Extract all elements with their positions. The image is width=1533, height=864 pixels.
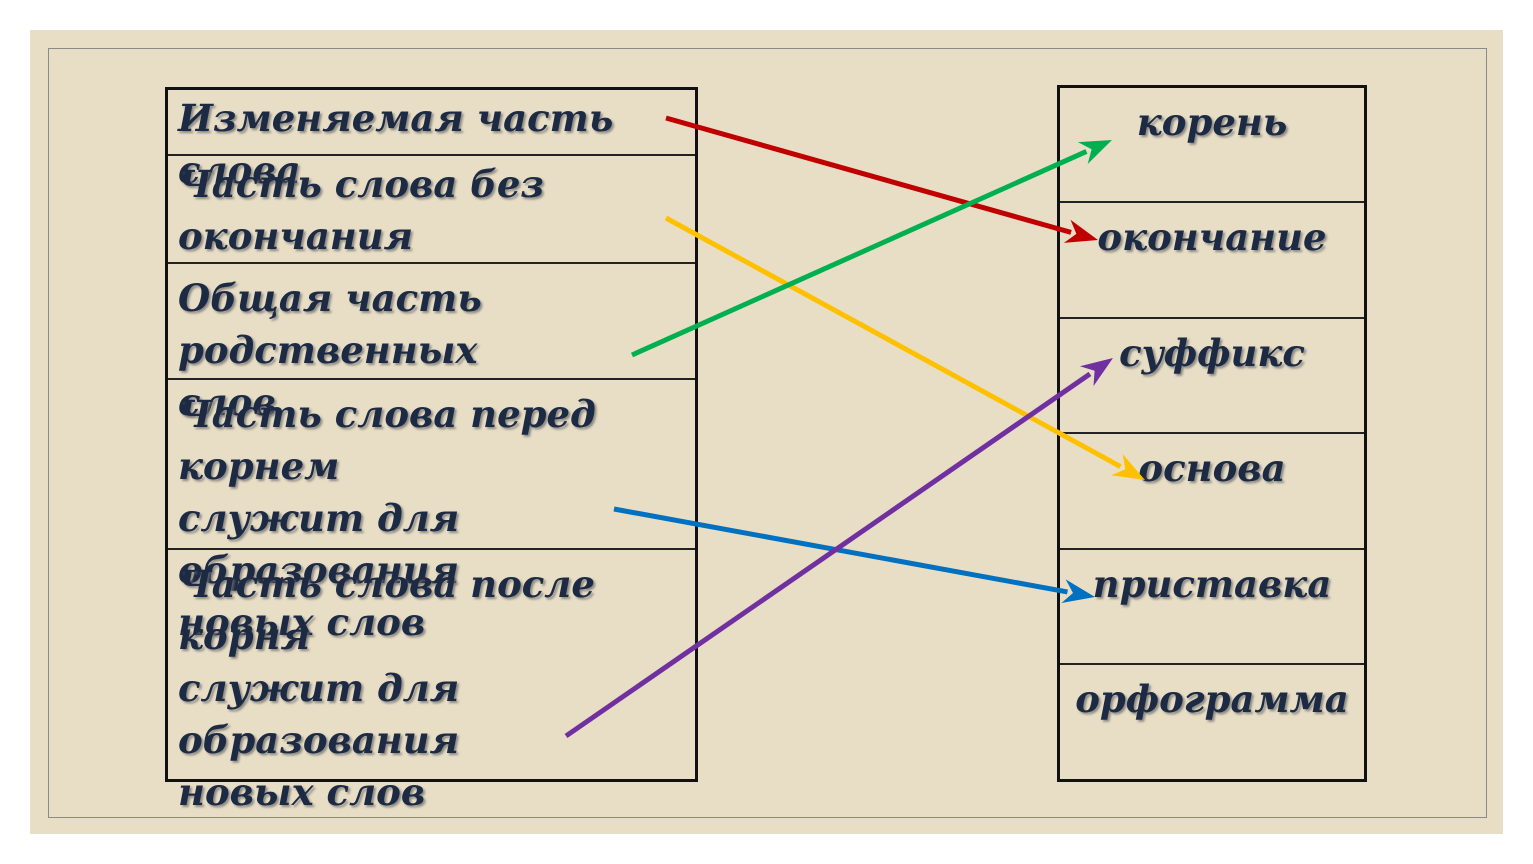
arrow-prefix-line xyxy=(613,506,1068,595)
arrow-prefix-head xyxy=(1061,579,1095,603)
definition-cell-stem: Часть слова без окончания xyxy=(168,156,695,264)
term-cell-prefix: приставка xyxy=(1060,550,1364,665)
arrow-stem-head xyxy=(1111,454,1145,480)
term-text: окончание xyxy=(1097,215,1327,259)
definition-cell-suffix: Часть слова после корня служит для образ… xyxy=(168,550,695,814)
term-cell-stem: основа xyxy=(1060,434,1364,550)
arrow-suffix-head xyxy=(1079,358,1113,387)
term-cell-root: корень xyxy=(1060,88,1364,203)
definition-cell-root: Общая часть родственных слов xyxy=(168,264,695,424)
term-text: орфограмма xyxy=(1075,677,1349,721)
arrow-ending-line xyxy=(665,115,1072,235)
term-cell-ending: окончание xyxy=(1060,203,1364,319)
terms-table: корень окончание суффикс основа приставк… xyxy=(1057,85,1367,782)
definitions-table: Изменяемая часть слова Часть слова без о… xyxy=(165,87,698,814)
term-text: суффикс xyxy=(1119,331,1305,375)
slide-frame xyxy=(48,48,1487,818)
arrow-suffix-line xyxy=(564,371,1092,739)
term-text: основа xyxy=(1138,446,1286,490)
term-text: корень xyxy=(1136,100,1288,144)
arrow-stem-line xyxy=(664,215,1122,469)
term-cell-spelling: орфограмма xyxy=(1060,665,1364,779)
arrow-ending-head xyxy=(1063,219,1098,243)
term-text: приставка xyxy=(1092,562,1332,606)
definition-text: Общая часть родственных слов xyxy=(178,276,482,424)
definition-cell-ending: Изменяемая часть слова xyxy=(168,90,695,192)
definition-cell-prefix: Часть слова перед корнем служит для обра… xyxy=(168,380,695,644)
definition-text: Изменяемая часть слова xyxy=(178,96,614,192)
term-cell-suffix: суффикс xyxy=(1060,319,1364,434)
definition-text: Часть слова без окончания xyxy=(178,162,545,258)
arrow-root-line xyxy=(630,149,1088,358)
definition-text: Часть слова после корня служит для образ… xyxy=(178,562,595,814)
definition-text: Часть слова перед корнем служит для обра… xyxy=(178,392,596,644)
arrow-root-head xyxy=(1077,140,1112,164)
